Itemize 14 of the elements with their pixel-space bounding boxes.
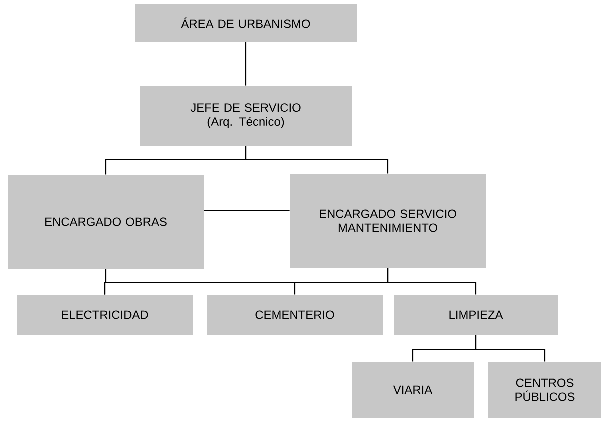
org-box: ENCARGADO OBRAS <box>8 175 204 269</box>
connector-line <box>245 146 389 174</box>
connector-line <box>387 268 477 295</box>
connector-line <box>475 335 546 362</box>
org-box: CENTROS PÚBLICOS <box>488 362 601 418</box>
connector-line <box>245 42 247 86</box>
org-box: ENCARGADO SERVICIO MANTENIMIENTO <box>290 174 486 268</box>
org-box: VIARIA <box>352 362 474 418</box>
org-box: LIMPIEZA <box>394 295 558 335</box>
org-box: JEFE DE SERVICIO (Arq. Técnico) <box>140 86 352 146</box>
org-box: CEMENTERIO <box>207 295 383 335</box>
connector-line <box>204 210 290 212</box>
org-box: ÁREA DE URBANISMO <box>135 4 357 42</box>
org-box: ELECTRICIDAD <box>17 295 193 335</box>
